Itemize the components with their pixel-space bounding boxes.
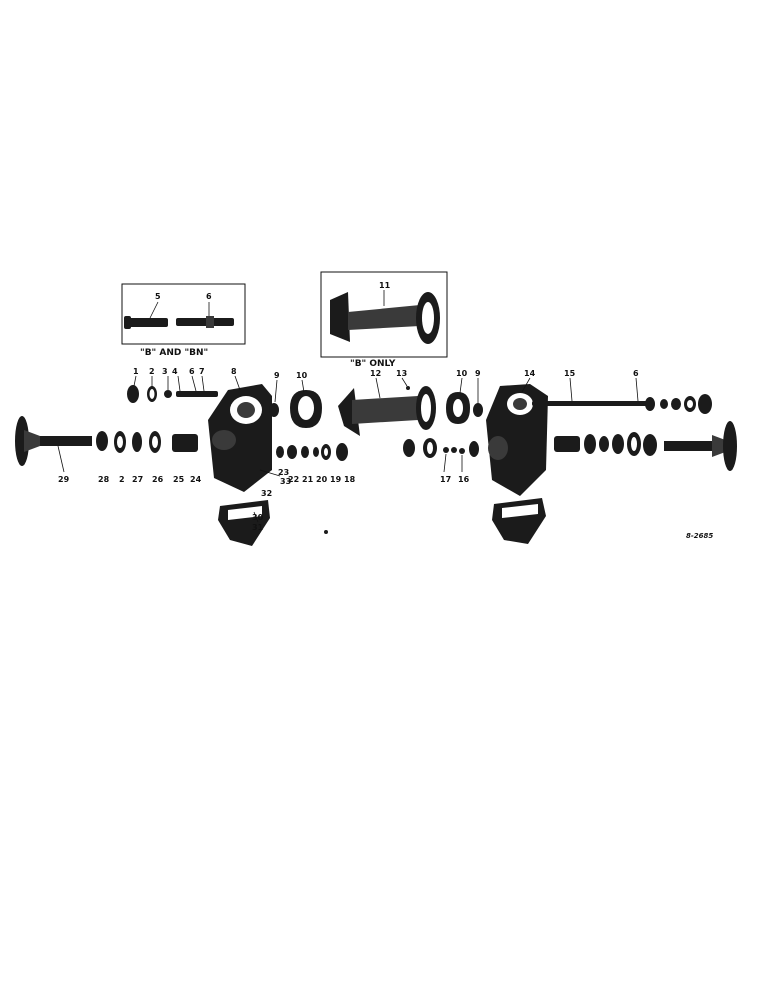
shaft-part-5 — [124, 301, 168, 329]
inset1-label-5: 5 — [155, 292, 161, 301]
callout-4: 4 — [172, 367, 178, 376]
main-drawing — [15, 384, 737, 546]
callout-25: 25 — [173, 475, 185, 484]
callout-23: 23 — [278, 468, 289, 477]
callouts-upper: 1 2 3 4 6 7 8 9 10 12 13 10 9 14 15 6 — [133, 367, 639, 380]
right-final-drive-housing — [486, 384, 548, 496]
callout-2-lower: 2 — [119, 475, 125, 484]
inset1-label-6: 6 — [206, 292, 212, 301]
leader-lines — [57, 375, 639, 523]
callout-24: 24 — [190, 475, 202, 484]
right-axle-shaft — [664, 421, 737, 471]
right-bearing-stack — [554, 432, 657, 456]
stray-dot — [324, 530, 328, 534]
callout-9-right: 9 — [475, 369, 481, 378]
callout-12: 12 — [370, 369, 381, 378]
callout-29: 29 — [58, 475, 70, 484]
inset1-caption: "B" AND "BN" — [140, 348, 208, 358]
callout-18: 18 — [344, 475, 356, 484]
callout-31: 31 — [252, 523, 264, 532]
axle-housing-part-11 — [330, 290, 440, 344]
left-final-drive-housing — [208, 384, 272, 492]
left-axle-shaft — [15, 416, 92, 466]
callout-20: 20 — [316, 475, 328, 484]
center-small-parts — [269, 390, 348, 461]
callout-26: 26 — [152, 475, 164, 484]
inset2-caption: "B" ONLY — [350, 359, 396, 369]
callout-19: 19 — [330, 475, 342, 484]
callout-32: 32 — [261, 489, 272, 498]
callout-14: 14 — [524, 369, 536, 378]
callout-6-right: 6 — [633, 369, 639, 378]
left-bearing-stack — [96, 431, 198, 453]
callout-17: 17 — [440, 475, 451, 484]
center-axle-housing — [338, 386, 436, 436]
inset2-label-11: 11 — [379, 281, 391, 290]
inset-b-only: 11 "B" ONLY — [320, 271, 448, 369]
shaft-part-6 — [176, 302, 234, 328]
callout-10-left: 10 — [296, 371, 308, 380]
callout-13: 13 — [396, 369, 407, 378]
callout-3: 3 — [162, 367, 168, 376]
callout-6-left: 6 — [189, 367, 195, 376]
callout-10-right: 10 — [456, 369, 468, 378]
callout-27: 27 — [132, 475, 143, 484]
left-bottom-cover — [218, 500, 270, 546]
callout-30: 30 — [252, 513, 264, 522]
right-small-parts — [403, 392, 483, 458]
callout-9-left: 9 — [274, 371, 280, 380]
callout-8: 8 — [231, 367, 237, 376]
callout-33: 33 — [280, 477, 291, 486]
callout-2-upper: 2 — [149, 367, 155, 376]
drawing-code: 8-2685 — [686, 532, 713, 540]
callout-28: 28 — [98, 475, 110, 484]
callout-16: 16 — [458, 475, 470, 484]
long-shaft — [532, 394, 712, 414]
callouts-lower: 29 28 2 27 26 25 24 23 22 21 20 19 18 33… — [58, 468, 470, 532]
callout-7: 7 — [199, 367, 205, 376]
callout-21: 21 — [302, 475, 314, 484]
callout-1: 1 — [133, 367, 139, 376]
callout-22: 22 — [288, 475, 299, 484]
left-upper-small-parts — [127, 385, 218, 403]
inset-b-and-bn: 5 6 "B" AND "BN" — [121, 283, 246, 358]
right-bottom-cover — [492, 498, 546, 544]
callout-15: 15 — [564, 369, 576, 378]
